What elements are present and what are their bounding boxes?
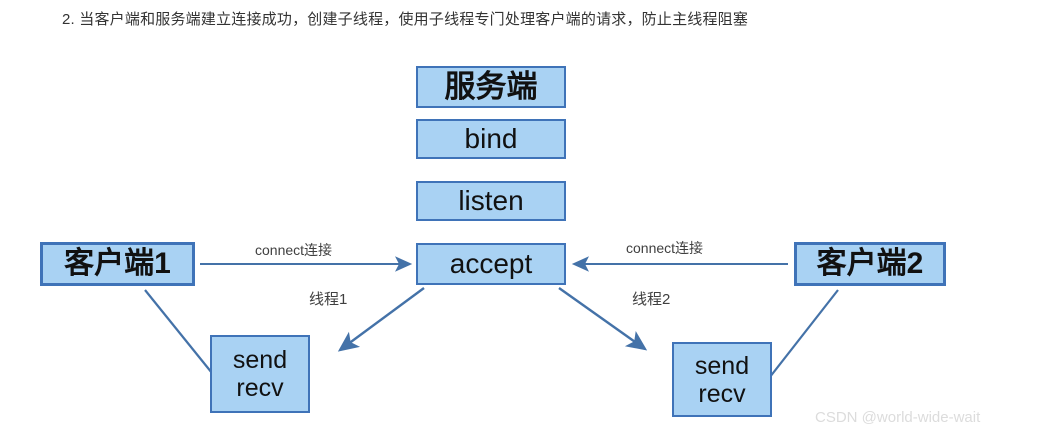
node-thread-right[interactable]: send recv	[672, 342, 772, 417]
page-title: 2. 当客户端和服务端建立连接成功，创建子线程，使用子线程专门处理客户端的请求，…	[62, 11, 749, 28]
node-thread-right-send: send	[694, 351, 750, 380]
node-client1[interactable]: 客户端1	[40, 242, 195, 286]
node-accept-label: accept	[449, 248, 533, 280]
edge-label-connect-right: connect连接	[626, 240, 704, 256]
node-listen-label: listen	[458, 185, 524, 217]
node-client2-label: 客户端2	[816, 247, 924, 281]
node-thread-left-send: send	[232, 346, 288, 374]
node-client1-label: 客户端1	[64, 247, 171, 281]
node-client2[interactable]: 客户端2	[794, 242, 946, 286]
node-bind[interactable]: bind	[416, 119, 566, 159]
arrow-thread1	[337, 287, 425, 352]
edge-label-thread2: 线程2	[632, 291, 671, 308]
link-client2-thread	[765, 289, 839, 383]
node-listen[interactable]: listen	[416, 181, 566, 221]
node-thread-left[interactable]: send recv	[210, 335, 310, 413]
link-client1-thread	[144, 289, 217, 379]
node-server-label: 服务端	[444, 68, 538, 104]
node-thread-left-recv: recv	[236, 374, 284, 402]
node-bind-label: bind	[464, 123, 518, 155]
edge-label-thread1: 线程1	[309, 291, 348, 308]
watermark: CSDN @world-wide-wait	[815, 409, 981, 426]
node-accept[interactable]: accept	[416, 243, 566, 285]
edge-label-connect-left: connect连接	[255, 242, 333, 258]
node-thread-right-recv: recv	[698, 379, 746, 408]
node-server[interactable]: 服务端	[416, 66, 566, 108]
